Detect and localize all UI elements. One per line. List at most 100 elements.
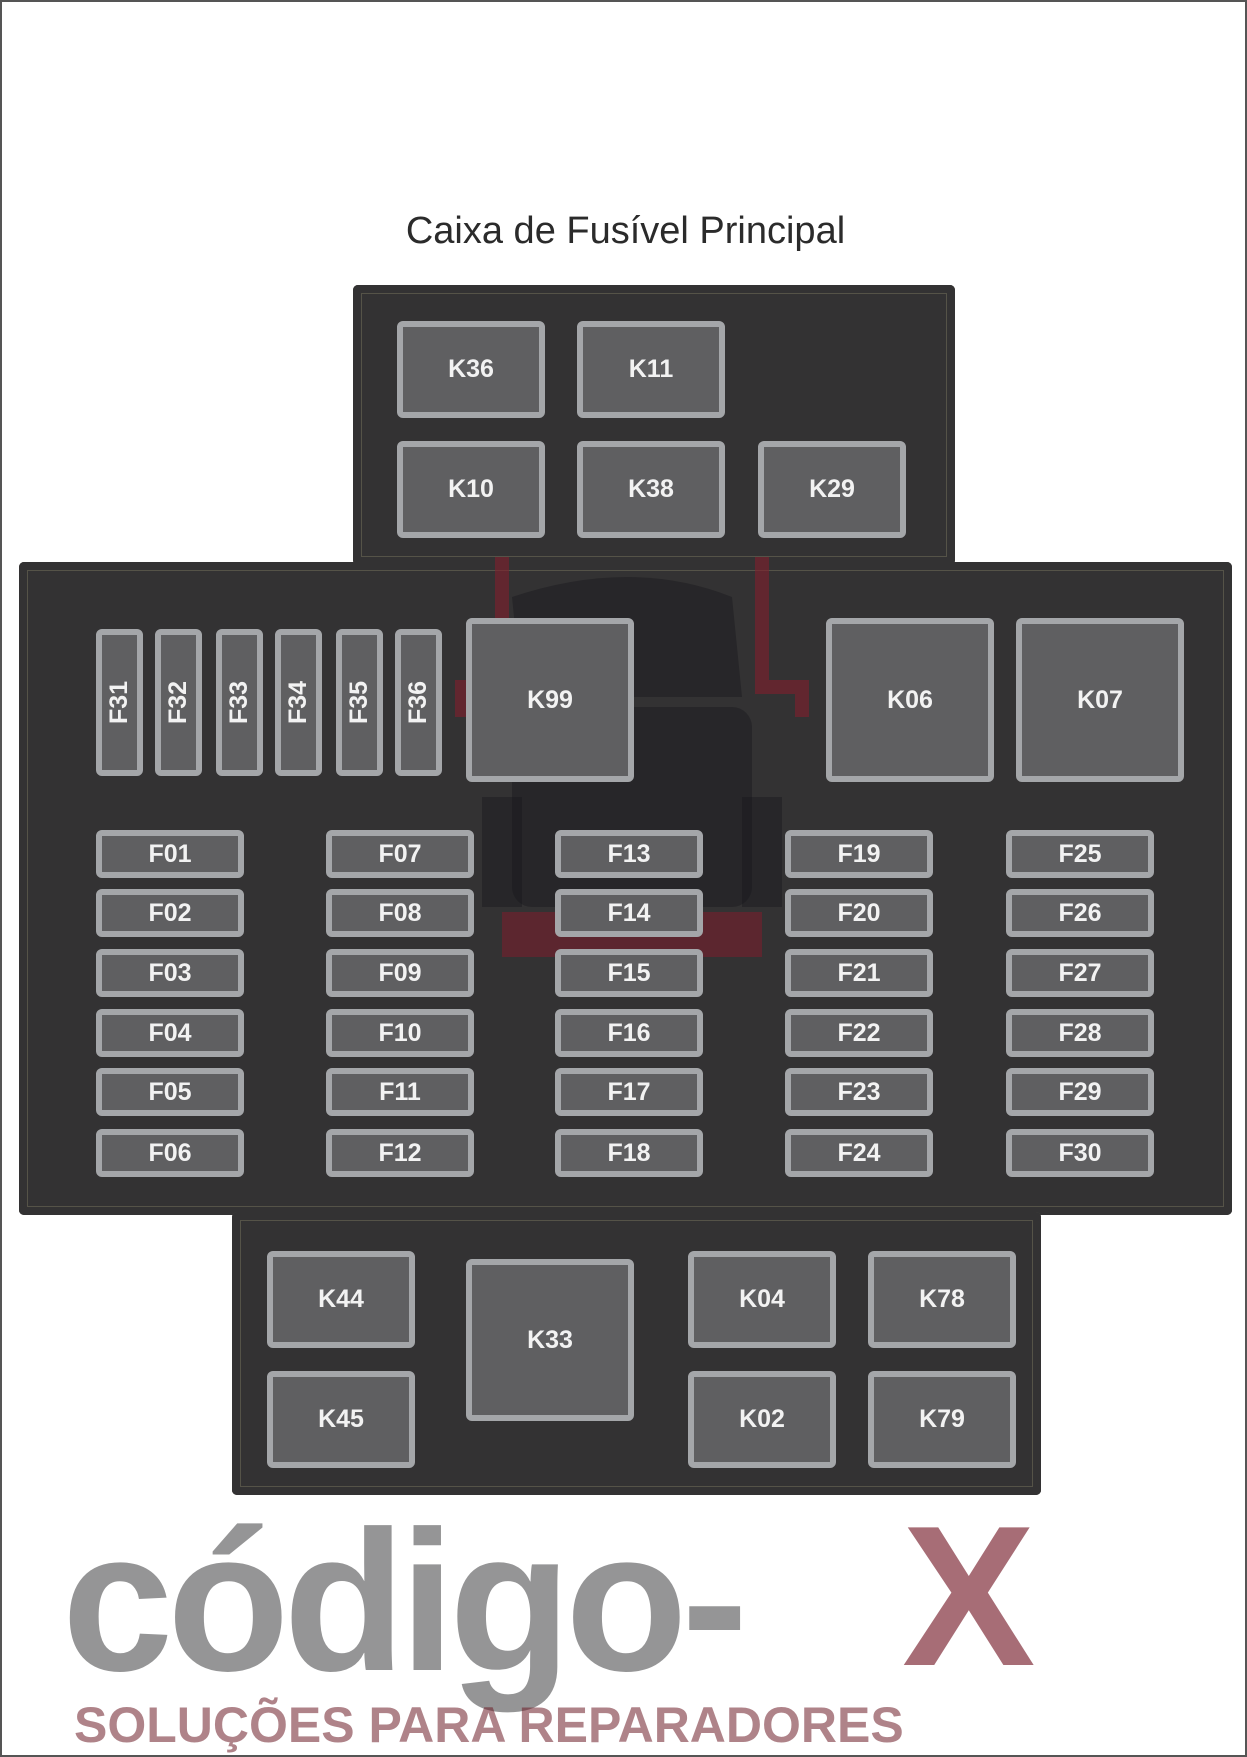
watermark-brand: código- bbox=[62, 1490, 748, 1713]
relay-label: K07 bbox=[1077, 685, 1123, 714]
fuse: F04 bbox=[96, 1009, 244, 1057]
fuse-vertical-label: F33 bbox=[225, 680, 253, 725]
relay: K04 bbox=[688, 1251, 836, 1348]
relay: K10 bbox=[397, 441, 545, 538]
relay-label: K36 bbox=[448, 355, 494, 383]
relay: K78 bbox=[868, 1251, 1016, 1348]
fuse-vertical-label: F36 bbox=[404, 680, 432, 725]
fuse-label: F16 bbox=[607, 1018, 651, 1047]
fuse: F28 bbox=[1006, 1009, 1154, 1057]
fuse-label: F19 bbox=[837, 839, 881, 868]
relay: K33 bbox=[466, 1259, 634, 1421]
fuse-label: F15 bbox=[607, 958, 651, 987]
fuse: F29 bbox=[1006, 1068, 1154, 1116]
relay-label: K11 bbox=[628, 355, 674, 383]
fuse-label: F18 bbox=[607, 1138, 651, 1167]
relay-label: K44 bbox=[318, 1285, 364, 1313]
fuse-label: F10 bbox=[378, 1018, 422, 1047]
relay: K02 bbox=[688, 1371, 836, 1468]
fuse: F06 bbox=[96, 1129, 244, 1177]
fuse-label: F06 bbox=[148, 1138, 192, 1167]
fuse-label: F14 bbox=[607, 898, 651, 927]
fuse-label: F21 bbox=[837, 958, 881, 987]
fuse: F25 bbox=[1006, 830, 1154, 878]
fuse-label: F27 bbox=[1058, 958, 1102, 987]
relay: K44 bbox=[267, 1251, 415, 1348]
fuse: F05 bbox=[96, 1068, 244, 1116]
fuse-label: F03 bbox=[148, 958, 192, 987]
watermark-tagline: SOLUÇÕES PARA REPARADORES bbox=[74, 1697, 904, 1753]
relay-label: K02 bbox=[739, 1405, 785, 1433]
fuse-label: F25 bbox=[1058, 839, 1102, 868]
fuse-label: F24 bbox=[837, 1138, 881, 1167]
fuse: F09 bbox=[326, 949, 474, 997]
relay-label: K45 bbox=[318, 1405, 364, 1433]
fuse-vertical: F33 bbox=[216, 629, 263, 776]
fuse-label: F08 bbox=[378, 898, 422, 927]
fuse: F01 bbox=[96, 830, 244, 878]
fuse: F14 bbox=[555, 889, 703, 937]
fuse-vertical: F36 bbox=[395, 629, 442, 776]
relay-label: K04 bbox=[739, 1285, 785, 1313]
relay: K11 bbox=[577, 321, 725, 418]
fuse: F16 bbox=[555, 1009, 703, 1057]
fuse-label: F11 bbox=[379, 1077, 421, 1106]
fuse: F13 bbox=[555, 830, 703, 878]
relay-label: K29 bbox=[809, 475, 855, 503]
relay: K36 bbox=[397, 321, 545, 418]
fuse-vertical-label: F32 bbox=[164, 680, 192, 725]
relay: K79 bbox=[868, 1371, 1016, 1468]
fuse-vertical: F31 bbox=[96, 629, 143, 776]
relay-label: K79 bbox=[919, 1405, 965, 1433]
fuse: F26 bbox=[1006, 889, 1154, 937]
relay-label: K06 bbox=[887, 685, 933, 714]
fuse-vertical: F34 bbox=[275, 629, 322, 776]
fuse-label: F26 bbox=[1058, 898, 1102, 927]
fuse: F07 bbox=[326, 830, 474, 878]
fuse: F12 bbox=[326, 1129, 474, 1177]
fuse: F02 bbox=[96, 889, 244, 937]
fuse-label: F20 bbox=[837, 898, 881, 927]
fuse-vertical-label: F31 bbox=[105, 680, 133, 725]
relay-label: K99 bbox=[527, 685, 573, 714]
relay-label: K38 bbox=[628, 475, 674, 503]
relay-label: K33 bbox=[527, 1325, 573, 1354]
fuse-label: F13 bbox=[607, 839, 651, 868]
diagram-title: Caixa de Fusível Principal bbox=[405, 210, 846, 252]
fuse-label: F12 bbox=[378, 1138, 422, 1167]
fuse-label: F28 bbox=[1058, 1018, 1102, 1047]
fuse: F27 bbox=[1006, 949, 1154, 997]
fuse: F23 bbox=[785, 1068, 933, 1116]
fuse-label: F30 bbox=[1058, 1138, 1102, 1167]
watermark-x: X bbox=[902, 1485, 1036, 1708]
relay-label: K10 bbox=[448, 475, 494, 503]
fuse: F10 bbox=[326, 1009, 474, 1057]
fuse: F22 bbox=[785, 1009, 933, 1057]
fuse: F11 bbox=[326, 1068, 474, 1116]
fuse-vertical-label: F35 bbox=[345, 680, 373, 725]
fuse-label: F05 bbox=[148, 1077, 192, 1106]
fuse: F08 bbox=[326, 889, 474, 937]
fuse-vertical-label: F34 bbox=[284, 680, 312, 725]
fuse-label: F29 bbox=[1058, 1077, 1102, 1106]
relay-label: K78 bbox=[919, 1285, 965, 1313]
fuse: F17 bbox=[555, 1068, 703, 1116]
fuse-label: F22 bbox=[837, 1018, 881, 1047]
fuse-label: F17 bbox=[607, 1077, 651, 1106]
relay: K06 bbox=[826, 618, 994, 782]
relay: K99 bbox=[466, 618, 634, 782]
fuse-label: F07 bbox=[378, 839, 422, 868]
relay: K38 bbox=[577, 441, 725, 538]
fuse: F20 bbox=[785, 889, 933, 937]
fuse: F21 bbox=[785, 949, 933, 997]
fuse-label: F02 bbox=[148, 898, 192, 927]
fuse: F24 bbox=[785, 1129, 933, 1177]
fuse-label: F01 bbox=[148, 839, 192, 868]
fuse: F19 bbox=[785, 830, 933, 878]
fuse: F18 bbox=[555, 1129, 703, 1177]
relay: K07 bbox=[1016, 618, 1184, 782]
fuse: F30 bbox=[1006, 1129, 1154, 1177]
fuse-label: F09 bbox=[378, 958, 422, 987]
fuse-label: F23 bbox=[837, 1077, 881, 1106]
